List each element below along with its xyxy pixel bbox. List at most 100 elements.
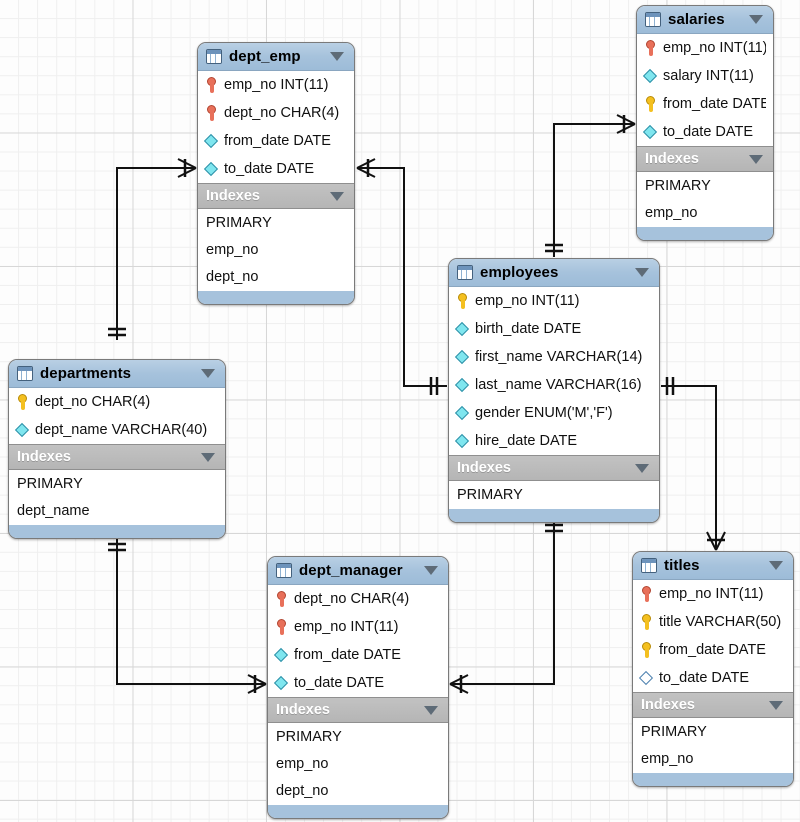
- column-row[interactable]: to_date DATE: [637, 118, 773, 146]
- table-header-departments[interactable]: departments: [9, 360, 225, 388]
- index-row[interactable]: PRIMARY: [17, 475, 83, 492]
- chevron-down-icon[interactable]: [424, 705, 438, 715]
- cyan-diamond-icon: [456, 321, 469, 337]
- chevron-down-icon[interactable]: [201, 452, 215, 462]
- index-row[interactable]: PRIMARY: [276, 728, 342, 745]
- table-departments[interactable]: departments dept_no CHAR(4) dept_name VARC…: [8, 359, 226, 539]
- indexes-header-departments[interactable]: Indexes: [9, 444, 225, 470]
- column-label: from_date DATE: [294, 647, 401, 663]
- column-row[interactable]: emp_no INT(11): [633, 580, 793, 608]
- chevron-down-icon[interactable]: [330, 52, 344, 61]
- chevron-down-icon[interactable]: [749, 15, 763, 24]
- table-name: titles: [664, 557, 700, 574]
- index-row[interactable]: dept_no: [276, 782, 329, 799]
- chevron-down-icon[interactable]: [749, 154, 763, 164]
- index-list: PRIMARY emp_no dept_no: [268, 723, 448, 804]
- hollow-diamond-icon: [640, 670, 653, 686]
- chevron-down-icon[interactable]: [769, 561, 783, 570]
- column-row[interactable]: emp_no INT(11): [198, 71, 354, 99]
- column-row[interactable]: to_date DATE: [268, 669, 448, 697]
- index-list: PRIMARY emp_no dept_no: [198, 209, 354, 290]
- column-row[interactable]: from_date DATE: [268, 641, 448, 669]
- column-row[interactable]: from_date DATE: [633, 636, 793, 664]
- column-list: emp_no INT(11)dept_no CHAR(4)from_date D…: [198, 71, 354, 183]
- index-row[interactable]: emp_no: [641, 750, 694, 767]
- column-label: to_date DATE: [224, 161, 315, 177]
- table-footer: [198, 290, 354, 304]
- column-list: emp_no INT(11) title VARCHAR(50)from_date…: [633, 580, 793, 692]
- table-titles[interactable]: titles emp_no INT(11) title VARCHAR(50)fro…: [632, 551, 794, 787]
- indexes-header-titles[interactable]: Indexes: [633, 692, 793, 718]
- column-list: dept_no CHAR(4) emp_no INT(11) from_date D…: [268, 585, 448, 697]
- column-label: gender ENUM('M','F'): [475, 405, 613, 421]
- indexes-header-dept_manager[interactable]: Indexes: [268, 697, 448, 723]
- column-row[interactable]: hire_date DATE: [449, 427, 659, 455]
- cyan-diamond-icon: [16, 422, 29, 438]
- index-row[interactable]: PRIMARY: [457, 486, 523, 503]
- column-row[interactable]: dept_name VARCHAR(40): [9, 416, 225, 444]
- column-row[interactable]: emp_no INT(11): [268, 613, 448, 641]
- column-row[interactable]: birth_date DATE: [449, 315, 659, 343]
- column-list: dept_no CHAR(4) dept_name VARCHAR(40): [9, 388, 225, 444]
- table-dept_manager[interactable]: dept_manager dept_no CHAR(4) emp_no INT(11…: [267, 556, 449, 819]
- index-list: PRIMARY emp_no: [633, 718, 793, 772]
- column-row[interactable]: first_name VARCHAR(14): [449, 343, 659, 371]
- index-row[interactable]: emp_no: [645, 204, 698, 221]
- table-header-employees[interactable]: employees: [449, 259, 659, 287]
- table-icon: [206, 49, 222, 64]
- column-row[interactable]: dept_no CHAR(4): [268, 585, 448, 613]
- indexes-header-dept_emp[interactable]: Indexes: [198, 183, 354, 209]
- chevron-down-icon[interactable]: [769, 700, 783, 710]
- table-footer: [633, 772, 793, 786]
- index-row[interactable]: emp_no: [206, 241, 259, 258]
- column-label: emp_no INT(11): [659, 586, 764, 602]
- yellow-key-icon: [640, 614, 653, 630]
- index-row[interactable]: PRIMARY: [645, 177, 711, 194]
- column-label: emp_no INT(11): [475, 293, 580, 309]
- column-label: to_date DATE: [294, 675, 385, 691]
- column-row[interactable]: dept_no CHAR(4): [198, 99, 354, 127]
- chevron-down-icon[interactable]: [201, 369, 215, 378]
- indexes-header-employees[interactable]: Indexes: [449, 455, 659, 481]
- column-row[interactable]: to_date DATE: [198, 155, 354, 183]
- column-row[interactable]: last_name VARCHAR(16): [449, 371, 659, 399]
- index-row[interactable]: dept_name: [17, 502, 90, 519]
- index-row[interactable]: PRIMARY: [206, 214, 272, 231]
- indexes-label: Indexes: [276, 702, 330, 718]
- column-row[interactable]: to_date DATE: [633, 664, 793, 692]
- column-row[interactable]: emp_no INT(11): [637, 34, 773, 62]
- table-name: dept_manager: [299, 562, 403, 579]
- chevron-down-icon[interactable]: [424, 566, 438, 575]
- indexes-header-salaries[interactable]: Indexes: [637, 146, 773, 172]
- chevron-down-icon[interactable]: [635, 463, 649, 473]
- index-row[interactable]: PRIMARY: [641, 723, 707, 740]
- table-header-dept_manager[interactable]: dept_manager: [268, 557, 448, 585]
- chevron-down-icon[interactable]: [635, 268, 649, 277]
- column-row[interactable]: salary INT(11): [637, 62, 773, 90]
- column-label: emp_no INT(11): [294, 619, 399, 635]
- table-icon: [641, 558, 657, 573]
- column-row[interactable]: dept_no CHAR(4): [9, 388, 225, 416]
- chevron-down-icon[interactable]: [330, 191, 344, 201]
- red-key-icon: [275, 591, 288, 607]
- cyan-diamond-icon: [275, 675, 288, 691]
- column-row[interactable]: title VARCHAR(50): [633, 608, 793, 636]
- index-row[interactable]: emp_no: [276, 755, 329, 772]
- column-label: dept_no CHAR(4): [35, 394, 151, 410]
- column-row[interactable]: gender ENUM('M','F'): [449, 399, 659, 427]
- cyan-diamond-icon: [644, 68, 657, 84]
- table-header-dept_emp[interactable]: dept_emp: [198, 43, 354, 71]
- column-row[interactable]: from_date DATE: [637, 90, 773, 118]
- table-header-salaries[interactable]: salaries: [637, 6, 773, 34]
- connector-departments-dept_emp: [108, 158, 197, 340]
- table-header-titles[interactable]: titles: [633, 552, 793, 580]
- column-row[interactable]: from_date DATE: [198, 127, 354, 155]
- indexes-label: Indexes: [17, 449, 71, 465]
- index-row[interactable]: dept_no: [206, 268, 259, 285]
- column-row[interactable]: emp_no INT(11): [449, 287, 659, 315]
- yellow-key-icon: [640, 642, 653, 658]
